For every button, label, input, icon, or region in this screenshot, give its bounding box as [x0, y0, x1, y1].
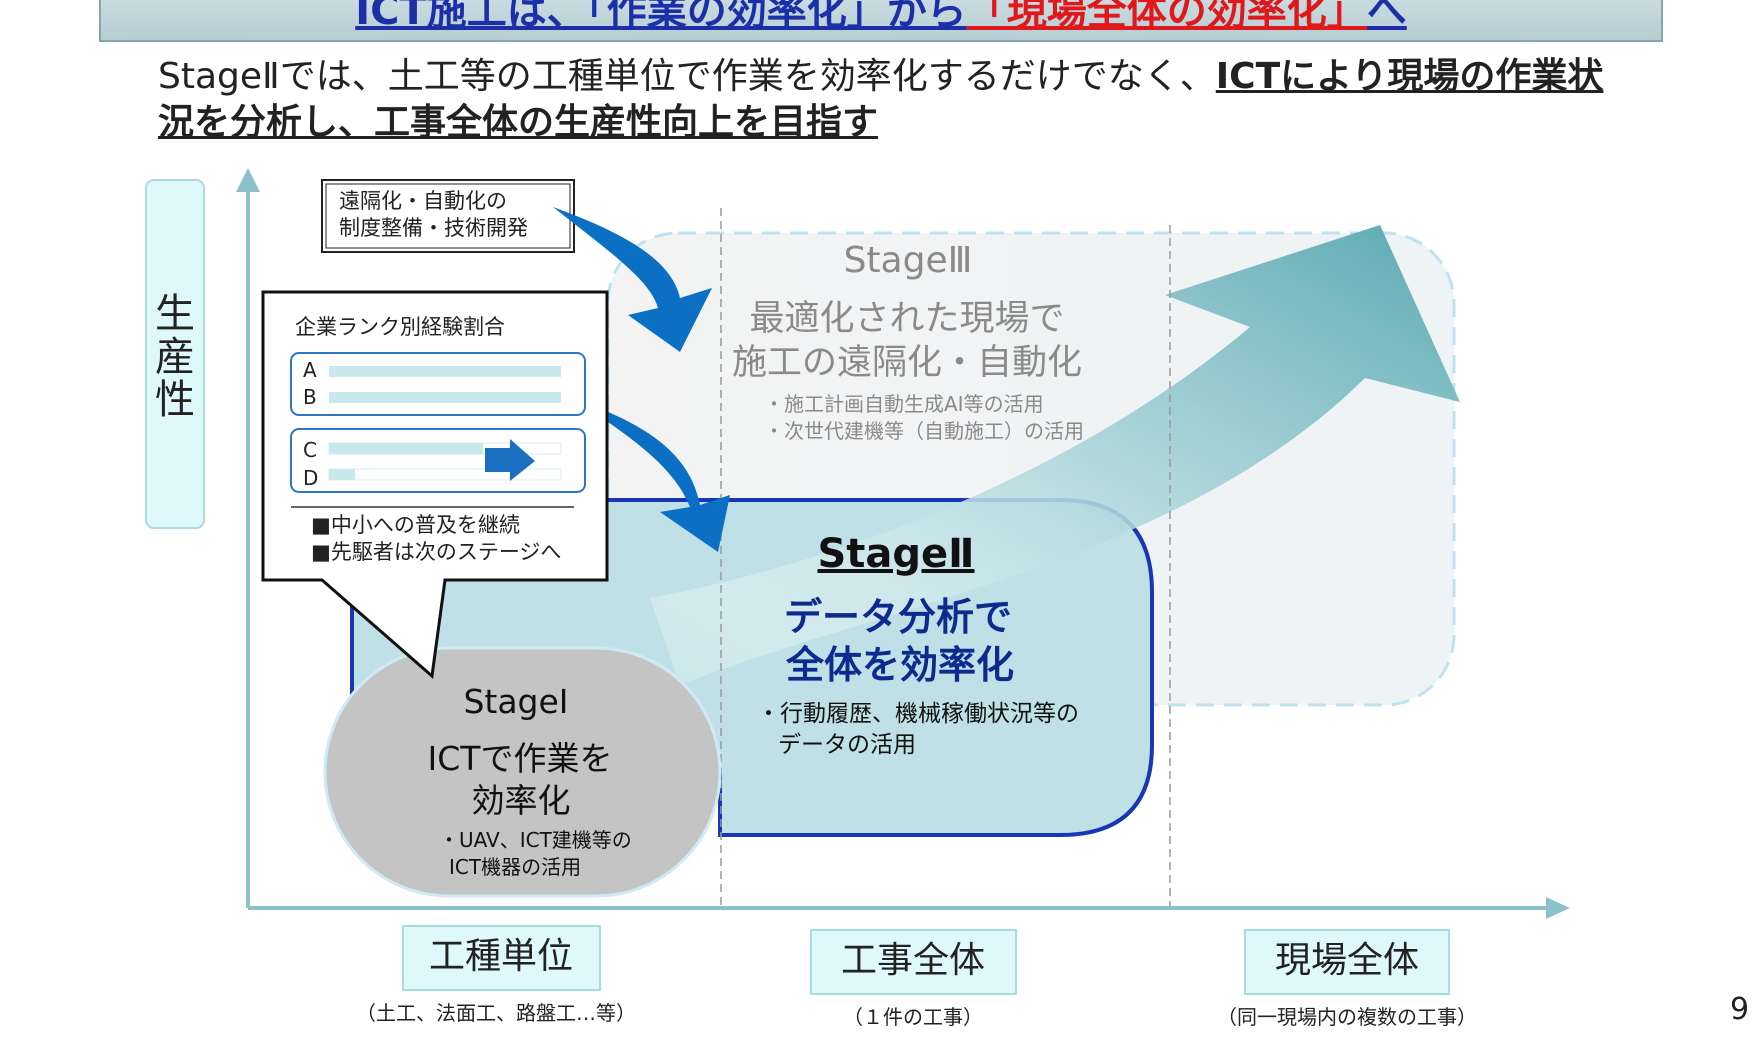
bar-b [329, 392, 561, 403]
stage1-heading2: 効率化 [472, 781, 571, 820]
stage2-heading1: データ分析で [784, 595, 1012, 639]
rank-ab-box [290, 352, 586, 416]
intro-plain: StageⅡでは、土工等の工種単位で作業を効率化するだけでなく、 [158, 56, 1216, 97]
banner-part1: ICT施工は、「作業の効率化」から [355, 0, 967, 34]
y-axis-arrow [236, 168, 260, 192]
rank-d: D [303, 466, 318, 490]
bar-c [329, 443, 483, 454]
x-category-box-1 [402, 925, 601, 991]
y-label-char-2: 産 [155, 334, 195, 380]
x-category-box-3 [1244, 929, 1450, 995]
intro-text: StageⅡでは、土工等の工種単位で作業を効率化するだけでなく、ICTにより現場… [158, 54, 1638, 146]
intro-bold: ICTにより現場の作業状況を分析し、工事全体の生産性向上を目指す [158, 56, 1604, 143]
title-banner: ICT施工は、「作業の効率化」から「現場全体の効率化」へ [99, 0, 1663, 42]
y-axis-label-box [145, 179, 205, 529]
stage1-item1: ・UAV、ICT建機等の [439, 828, 632, 852]
x-category-label-2: 工事全体 [841, 940, 985, 981]
page-number: 9 [1730, 992, 1750, 1027]
x-category-sub-2: （１件の工事） [843, 1005, 983, 1029]
rank-b: B [303, 385, 317, 409]
x-category-box-2 [810, 929, 1017, 995]
stage3-heading2: 施工の遠隔化・自動化 [732, 343, 1082, 383]
stage3-heading1: 最適化された現場で [749, 299, 1064, 339]
y-label-char-3: 性 [155, 377, 195, 423]
banner-part2: 「現場全体の効率化」 [966, 0, 1367, 34]
bar-a [329, 366, 561, 377]
stage3-title: StageⅢ [844, 240, 973, 281]
banner-title: ICT施工は、「作業の効率化」から「現場全体の効率化」へ [101, 0, 1661, 36]
x-category-sub-3: （同一現場内の複数の工事） [1217, 1005, 1477, 1029]
policy-box [321, 179, 575, 253]
growth-arrow-icon [485, 439, 535, 481]
stage2-item2: データの活用 [778, 732, 916, 758]
callout-title: 企業ランク別経験割合 [295, 315, 505, 339]
bar-d [329, 469, 355, 480]
stage2-heading2: 全体を効率化 [785, 643, 1014, 687]
x-category-label-3: 現場全体 [1275, 940, 1419, 981]
policy-line1: 遠隔化・自動化の [339, 189, 507, 213]
stage2-title: StageⅡ [817, 531, 974, 577]
progress-arrow [650, 225, 1460, 685]
stage3-item2: ・次世代建機等（自動施工）の活用 [764, 419, 1084, 443]
banner-part3: へ [1366, 0, 1407, 34]
callout-bullet1: ■中小への普及を継続 [311, 513, 520, 537]
stage1-item2: ICT機器の活用 [449, 855, 581, 879]
callout-bullet2: ■先駆者は次のステージへ [311, 540, 561, 564]
rank-a: A [303, 358, 317, 382]
x-axis-arrow [1546, 897, 1570, 919]
policy-arrow [553, 207, 712, 352]
rank-c: C [303, 438, 317, 462]
rank-cd-box [290, 428, 586, 493]
x-category-label-1: 工種単位 [429, 936, 573, 977]
stage3-item1: ・施工計画自動生成AI等の活用 [764, 392, 1044, 416]
x-category-sub-1: （土工、法面工、路盤工…等） [356, 1001, 636, 1025]
stage1-title: StageⅠ [463, 682, 568, 721]
callout-arrow [572, 398, 730, 552]
policy-line2: 制度整備・技術開発 [339, 216, 528, 240]
y-label-char-1: 生 [155, 291, 195, 337]
stage1-region [323, 646, 722, 898]
stage2-item1: ・行動履歴、機械稼働状況等の [757, 701, 1079, 727]
stage1-heading1: ICTで作業を [428, 739, 613, 778]
